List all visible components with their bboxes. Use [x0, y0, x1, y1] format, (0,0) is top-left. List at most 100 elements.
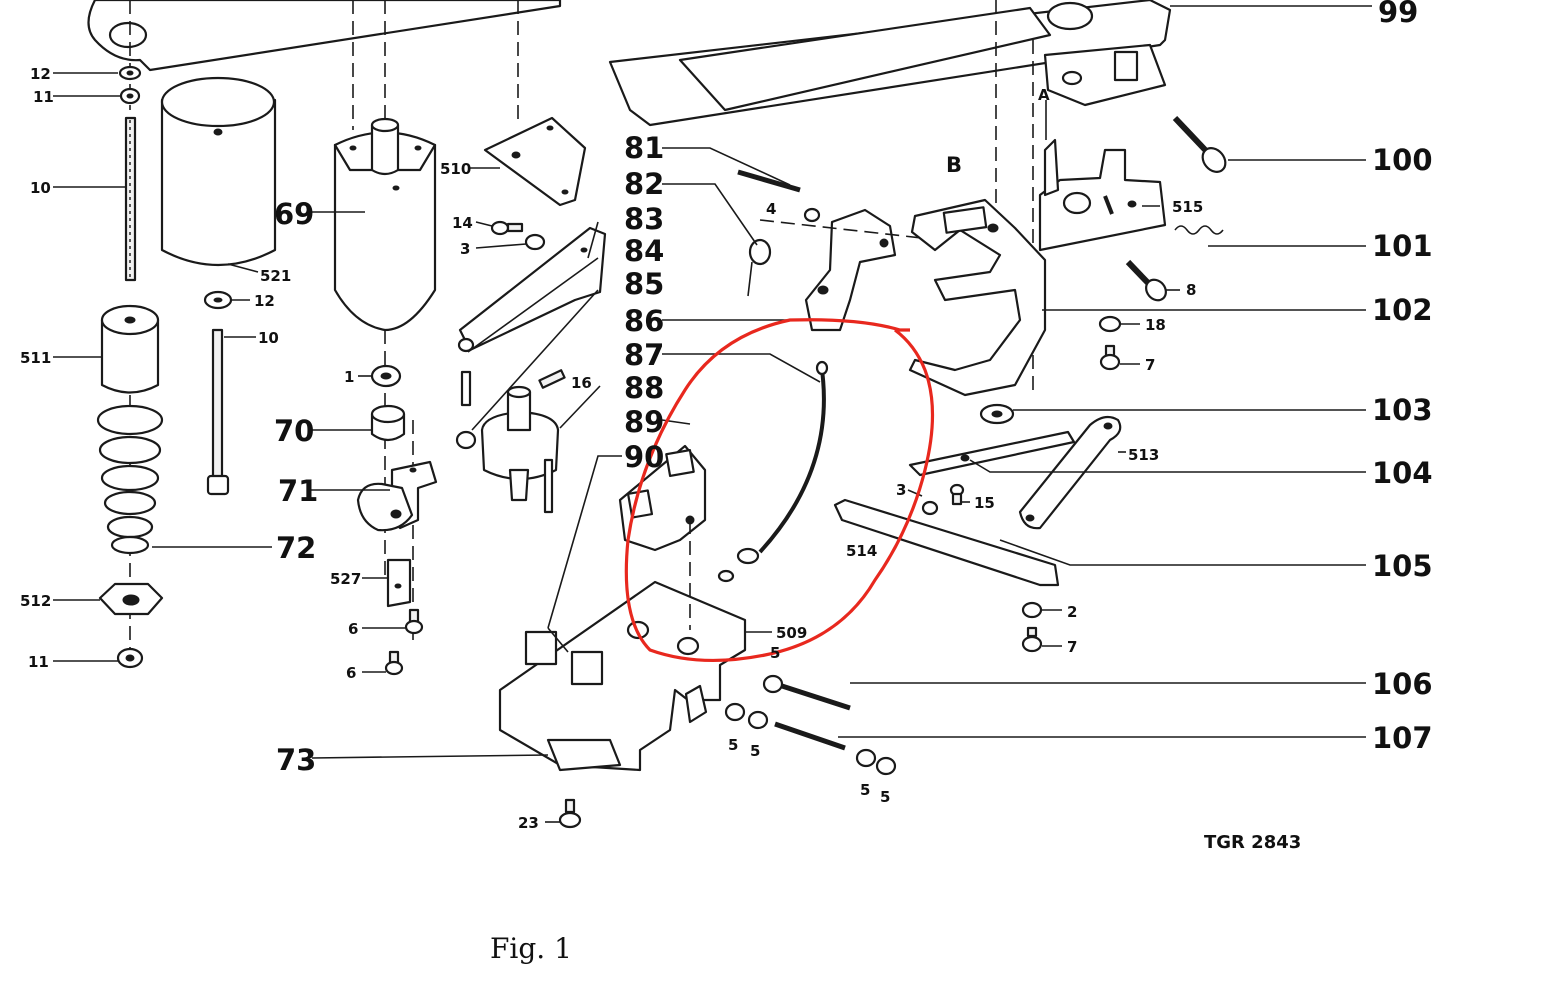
top-plate-left [87, 0, 562, 72]
red-highlight-circle [624, 318, 935, 663]
callout-511: 511 [20, 349, 51, 367]
callout-107: 107 [1372, 721, 1433, 755]
pin-106 [781, 683, 851, 711]
callout-515: 515 [1172, 198, 1203, 216]
screw-23 [558, 798, 582, 829]
callout-7-upper: 7 [1145, 356, 1155, 374]
washer-18 [1098, 315, 1122, 333]
screw-7-lower [1021, 626, 1043, 653]
washer-11-top [119, 87, 141, 105]
callout-11-bottom: 11 [28, 653, 49, 671]
callout-86: 86 [624, 304, 664, 338]
figure-caption: Fig. 1 [490, 932, 572, 965]
callout-B: B [946, 153, 962, 177]
spring-72 [96, 404, 164, 555]
base-73 [498, 580, 747, 772]
screw-6-lower [384, 650, 404, 676]
callout-88: 88 [624, 371, 664, 405]
screw-6-upper [404, 608, 424, 635]
callout-87: 87 [624, 338, 664, 372]
bracket-515 [1038, 138, 1167, 252]
callout-5-d: 5 [860, 781, 870, 799]
nut-512 [98, 582, 164, 616]
arm-86 [804, 208, 897, 332]
washer-5-a [762, 674, 784, 694]
callout-81: 81 [624, 131, 664, 165]
callout-18: 18 [1145, 316, 1166, 334]
washer-2 [1021, 601, 1043, 619]
callout-72: 72 [276, 531, 316, 565]
column-69 [333, 117, 437, 332]
plate-510 [483, 116, 587, 207]
callout-89: 89 [624, 405, 664, 439]
callout-1: 1 [344, 368, 354, 386]
callout-521: 521 [260, 267, 291, 285]
nut-1 [370, 364, 402, 388]
callout-10-mid: 10 [258, 329, 279, 347]
cylinder-511 [100, 304, 160, 394]
callout-23: 23 [518, 814, 539, 832]
callout-5-a: 5 [770, 644, 780, 662]
callout-16: 16 [571, 374, 592, 392]
top-plate-99 [608, 0, 1172, 127]
callout-71: 71 [278, 474, 318, 508]
callout-69: 69 [274, 197, 314, 231]
callout-4: 4 [766, 200, 776, 218]
callout-A: A [1038, 86, 1050, 104]
callout-5-b: 5 [728, 736, 738, 754]
washer-12-top [118, 65, 142, 81]
callout-6-lower: 6 [346, 664, 356, 682]
callout-12-mid: 12 [254, 292, 275, 310]
pin-107 [774, 721, 846, 751]
bushing-70 [370, 404, 406, 442]
screw-14 [490, 220, 524, 236]
washer-5-b [724, 702, 746, 722]
clip-527 [386, 558, 412, 608]
cylinder-521 [160, 76, 277, 267]
callout-73: 73 [276, 743, 316, 777]
screw-100 [1172, 115, 1227, 173]
washer-11-bottom [116, 647, 144, 669]
pin-16 [538, 369, 566, 389]
spring-101 [1174, 225, 1224, 235]
washer-12-mid [203, 290, 233, 310]
callout-105: 105 [1372, 549, 1433, 583]
nut-3-left [524, 233, 546, 251]
bolt-10-mid [206, 328, 230, 496]
drawing-code: TGR 2843 [1204, 832, 1301, 853]
callout-3-right: 3 [896, 481, 906, 499]
pin-81 [737, 169, 801, 193]
knob-88 [480, 385, 560, 514]
callout-12-top: 12 [30, 65, 51, 83]
bracket-71 [356, 460, 438, 532]
callout-90: 90 [624, 440, 664, 474]
callout-82: 82 [624, 167, 664, 201]
washer-4 [803, 207, 821, 223]
cable-87 [717, 360, 829, 583]
bracket-102 [908, 198, 1047, 397]
callout-527: 527 [330, 570, 361, 588]
callout-102: 102 [1372, 293, 1433, 327]
callout-106: 106 [1372, 667, 1433, 701]
callout-2: 2 [1067, 603, 1077, 621]
callout-103: 103 [1372, 393, 1433, 427]
spring-82 [747, 238, 772, 297]
callout-70: 70 [274, 414, 314, 448]
callout-100: 100 [1372, 143, 1433, 177]
callout-6-upper: 6 [348, 620, 358, 638]
washer-5-c [747, 710, 769, 730]
washer-5-d [855, 748, 877, 768]
screw-8 [1125, 259, 1167, 302]
screw-7-upper [1099, 344, 1121, 371]
callout-514: 514 [846, 542, 877, 560]
callout-85: 85 [624, 267, 664, 301]
callout-11-top: 11 [33, 88, 54, 106]
callout-labels: 99 100 101 102 103 104 105 106 107 81 82… [20, 0, 1433, 832]
washer-5-e [875, 756, 897, 776]
callout-7-lower: 7 [1067, 638, 1077, 656]
screw-15 [949, 483, 965, 506]
callout-84: 84 [624, 234, 664, 268]
callout-15: 15 [974, 494, 995, 512]
